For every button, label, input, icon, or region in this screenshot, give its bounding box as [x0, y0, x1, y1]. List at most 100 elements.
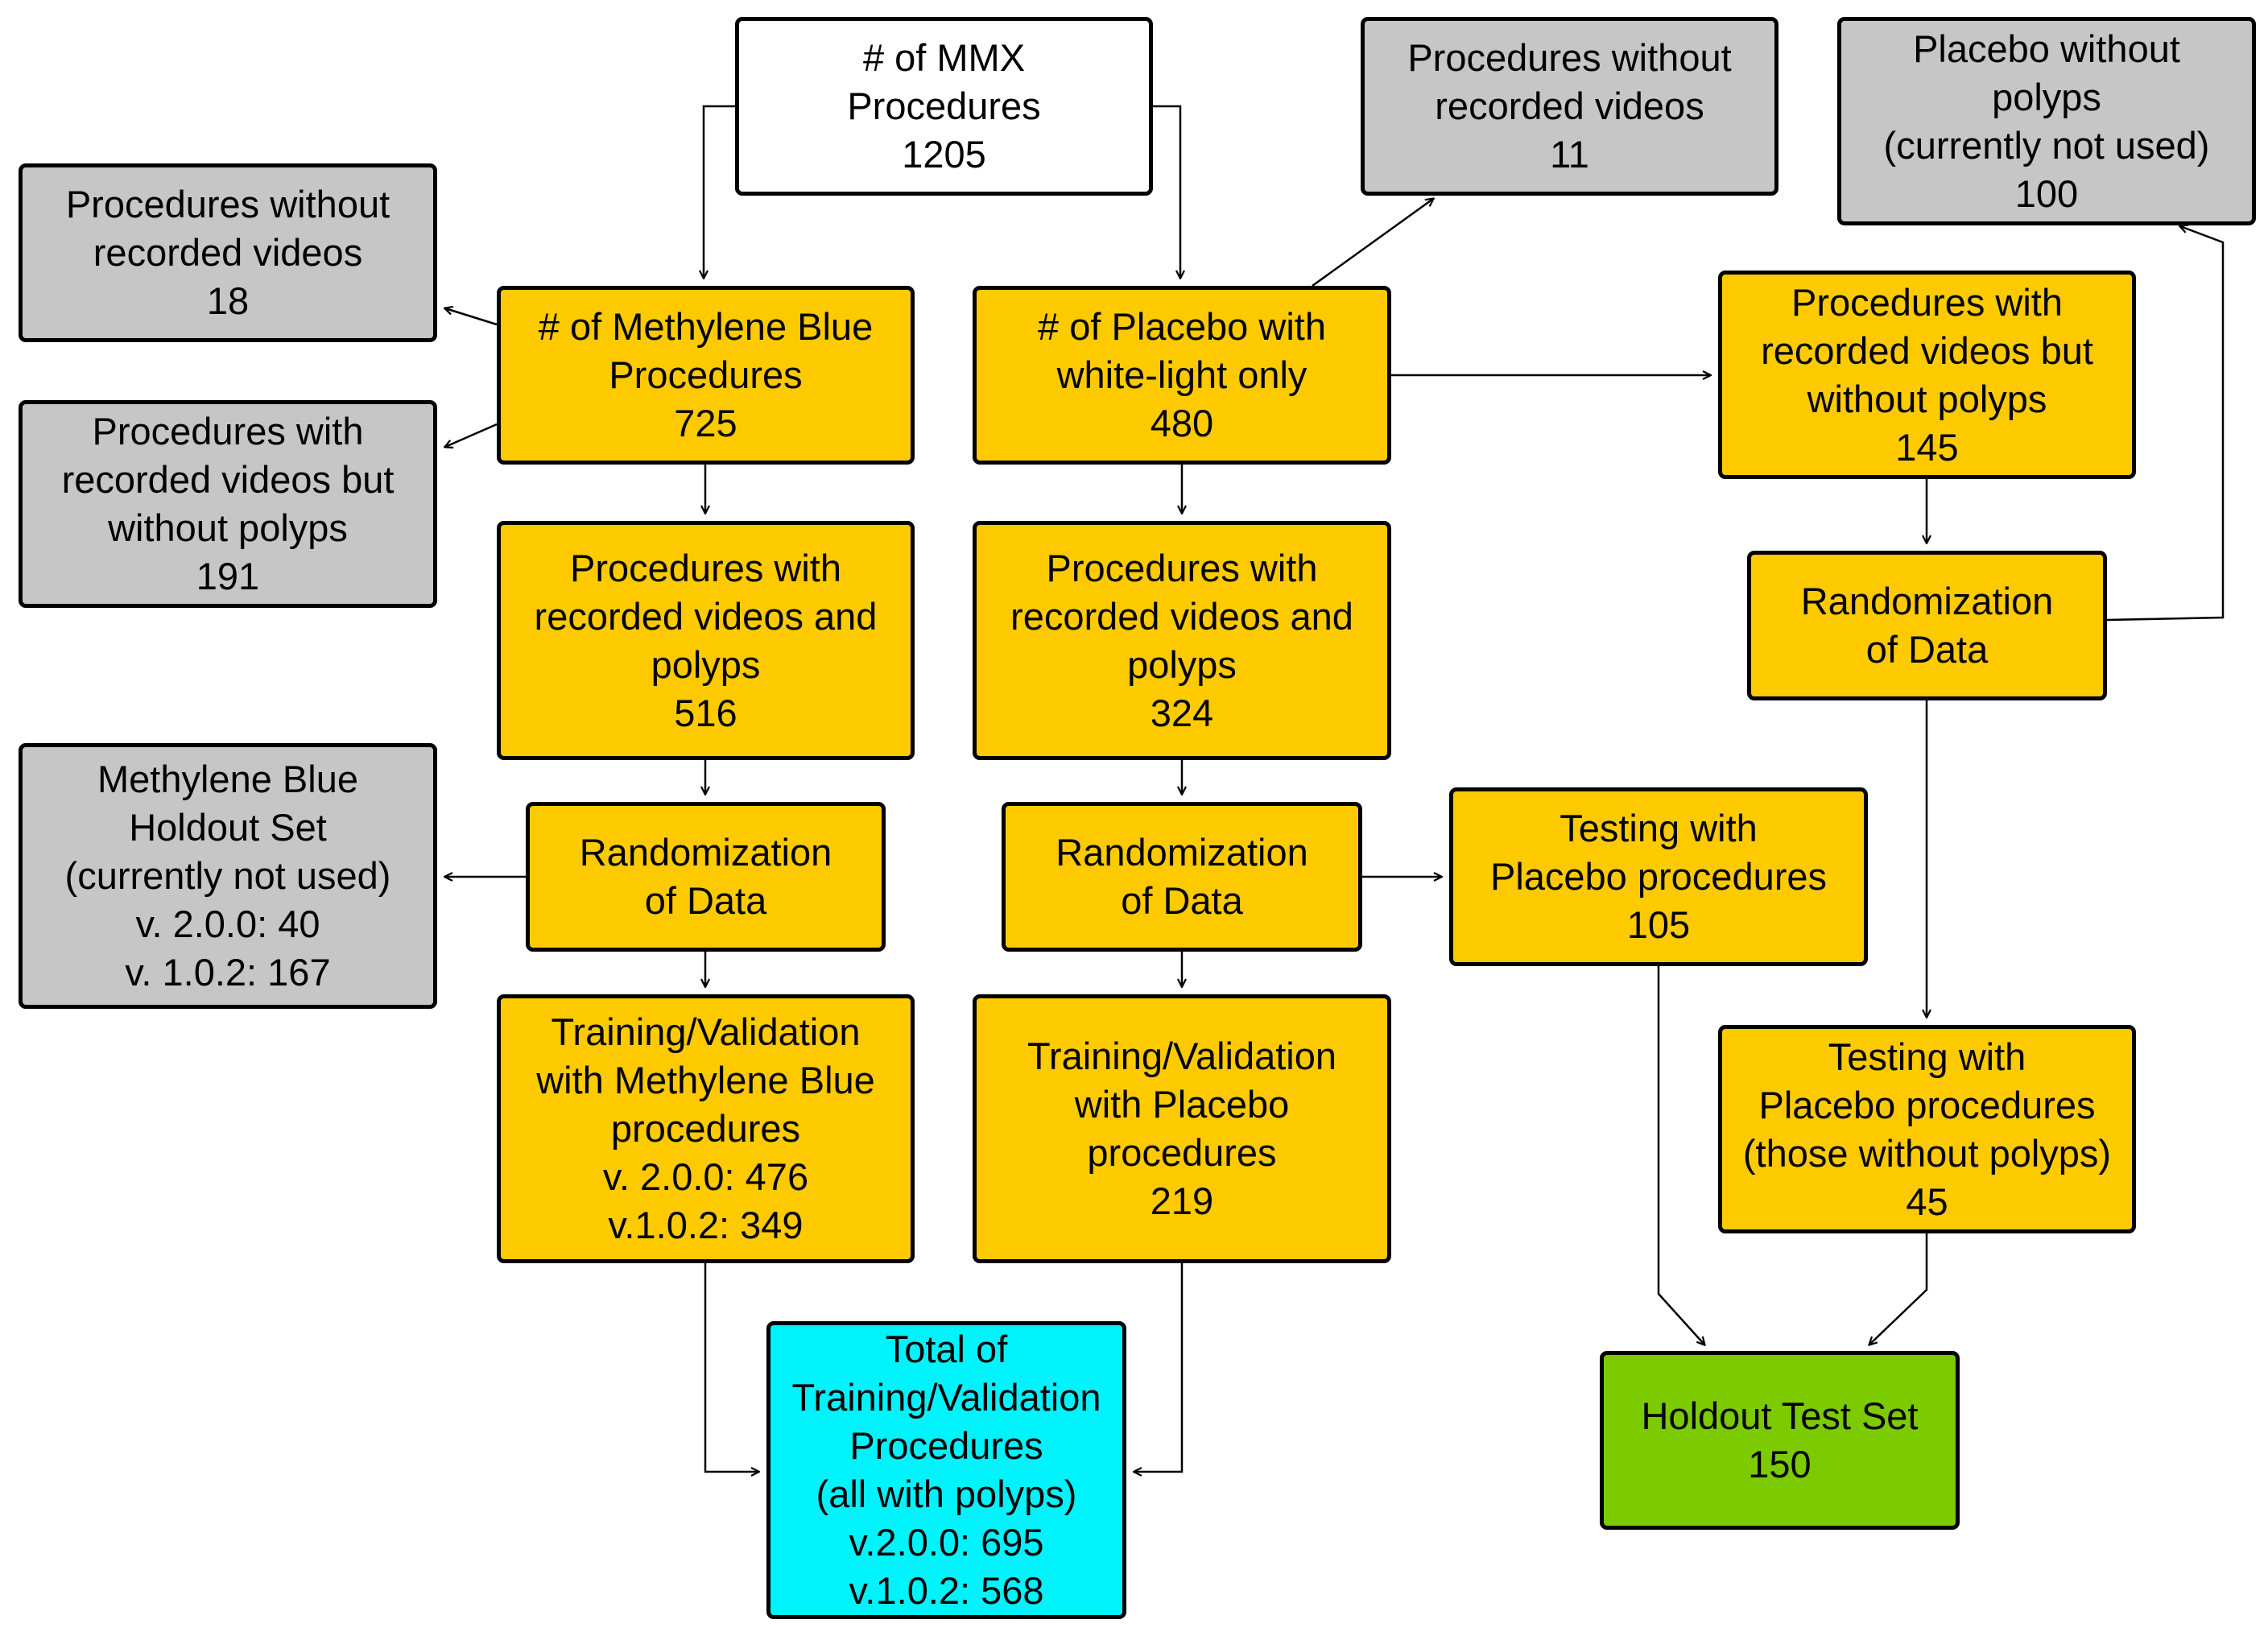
node-text-line: recorded videos	[1435, 85, 1704, 127]
node-text-line: 516	[674, 691, 737, 734]
node-text-line: Procedures	[609, 353, 803, 396]
edge-pl-training-to-total-training	[1134, 1263, 1184, 1472]
node-placebo-procedures: # of Placebo with white-light only 480	[973, 286, 1391, 465]
node-text-line: Holdout Set	[129, 806, 327, 849]
node-text-line: Testing with	[1560, 807, 1758, 849]
edge-mmx-to-pl-procedures	[1153, 105, 1180, 278]
node-text-line: procedures	[1087, 1131, 1277, 1174]
edge-mb-procedures-to-mb-no-video	[445, 308, 498, 326]
node-text-line: Training/Validation	[791, 1376, 1101, 1419]
edge-mb-procedures-to-mb-no-polyps	[445, 423, 498, 447]
node-text-line: recorded videos but	[1761, 328, 2093, 372]
node-text-line: procedures	[610, 1107, 801, 1150]
node-text-line: recorded videos and	[1010, 594, 1353, 638]
node-text-line: (currently not used)	[1883, 123, 2210, 167]
node-text-line: # of Placebo with	[1038, 305, 1326, 348]
node-text-line: 725	[674, 402, 737, 444]
edge-mmx-to-mb-procedures	[704, 105, 735, 278]
edge-pl-testing-polyps-to-holdout-test	[1657, 966, 1704, 1345]
node-text-line: (all with polyps)	[816, 1473, 1077, 1515]
node-text-line: Randomization	[579, 831, 832, 874]
node-mb-training-validation: Training/Validation with Methylene Blue pr…	[497, 994, 915, 1263]
node-placebo-no-polyps-randomization: Randomization of Data	[1747, 551, 2107, 700]
node-placebo-without-polyps-unused: Placebo without polyps (currently not used…	[1837, 17, 2256, 225]
node-text-line: white-light only	[1056, 353, 1308, 396]
node-text-line: 219	[1150, 1179, 1214, 1222]
node-text-line: v. 2.0.0: 40	[135, 903, 320, 945]
node-mb-procedures-without-videos: Procedures without recorded videos 18	[19, 163, 437, 342]
node-text-line: Procedures without	[1407, 36, 1732, 79]
node-text-line: recorded videos	[93, 231, 363, 274]
node-text-line: polyps	[1992, 75, 2101, 118]
node-text-line: with Methylene Blue	[536, 1059, 875, 1101]
node-text-line: v.1.0.2: 568	[849, 1569, 1044, 1612]
node-text-line: 18	[206, 279, 250, 322]
node-text-line: 11	[1550, 133, 1589, 176]
node-text-line: Randomization	[1800, 580, 2054, 622]
node-text-line: Placebo procedures	[1489, 855, 1828, 898]
node-text-line: with Placebo	[1074, 1083, 1290, 1126]
node-text-line: recorded videos and	[534, 594, 878, 638]
node-text-line: Procedures	[847, 85, 1041, 127]
node-text-line: # of MMX	[862, 36, 1026, 79]
node-text-line: without polyps	[108, 506, 348, 549]
node-text-line: Procedures	[849, 1424, 1043, 1467]
edge-mb-training-to-total-training	[704, 1263, 758, 1472]
edge-pl-testing-no-polyps-to-holdout-test	[1869, 1233, 1928, 1345]
node-text-line: Training/Validation	[1027, 1035, 1337, 1077]
node-text-line: Procedures with	[1046, 546, 1318, 589]
node-text-line: 145	[1895, 425, 1959, 469]
node-text-line: Procedures with	[570, 546, 841, 589]
node-text-line: of Data	[1121, 879, 1243, 922]
node-text-line: Randomization	[1056, 831, 1308, 874]
node-text-line: without polyps	[1807, 377, 2047, 420]
node-holdout-test-set: Holdout Test Set 150	[1600, 1351, 1960, 1530]
node-placebo-procedures-without-videos: Procedures without recorded videos 11	[1361, 17, 1778, 196]
node-text-line: of Data	[1865, 628, 1989, 671]
node-text-line: 150	[1748, 1443, 1812, 1485]
edge-pl-no-polyps-randomization-to-pl-without-polyps-unused	[2106, 226, 2225, 622]
node-mmx-procedures: # of MMX Procedures 1205	[735, 17, 1153, 196]
node-text-line: polyps	[1127, 642, 1237, 686]
node-text-line: (those without polyps)	[1742, 1131, 2112, 1175]
node-text-line: Training/Validation	[551, 1010, 861, 1053]
node-text-line: v. 2.0.0: 476	[602, 1155, 809, 1198]
node-text-line: 191	[196, 555, 260, 597]
node-text-line: 105	[1626, 903, 1691, 946]
node-text-line: polyps	[651, 642, 761, 686]
node-mb-randomization: Randomization of Data	[526, 802, 886, 952]
node-text-line: 324	[1150, 691, 1214, 734]
node-text-line: Testing with	[1828, 1035, 2026, 1078]
node-text-line: Total of	[885, 1328, 1008, 1370]
node-text-line: Procedures without	[65, 183, 390, 225]
node-text-line: 480	[1150, 402, 1214, 444]
node-text-line: 45	[1906, 1179, 1948, 1223]
node-text-line: v. 1.0.2: 167	[125, 951, 331, 994]
node-placebo-training-validation: Training/Validation with Placebo procedure…	[973, 994, 1391, 1263]
node-text-line: Procedures with	[92, 410, 364, 452]
node-text-line: Placebo procedures	[1758, 1083, 2096, 1126]
node-text-line: Placebo without	[1913, 27, 2180, 70]
node-text-line: recorded videos but	[61, 458, 395, 501]
node-text-line: Holdout Test Set	[1641, 1394, 1919, 1437]
node-text-line: (currently not used)	[64, 854, 391, 897]
node-text-line: 1205	[902, 133, 986, 176]
node-text-line: v.1.0.2: 349	[608, 1204, 804, 1246]
node-placebo-randomization: Randomization of Data	[1002, 802, 1362, 952]
node-text-line: v.2.0.0: 695	[849, 1521, 1044, 1564]
node-text-line: # of Methylene Blue	[538, 305, 874, 348]
edge-pl-procedures-to-pl-no-video	[1312, 199, 1433, 287]
node-text-line: 100	[2014, 171, 2079, 215]
node-text-line: Methylene Blue	[97, 758, 358, 800]
node-text-line: of Data	[644, 879, 767, 922]
node-mb-procedures-without-polyps: Procedures with recorded videos but withou…	[19, 400, 437, 608]
node-text-line: Procedures with	[1791, 280, 2063, 324]
